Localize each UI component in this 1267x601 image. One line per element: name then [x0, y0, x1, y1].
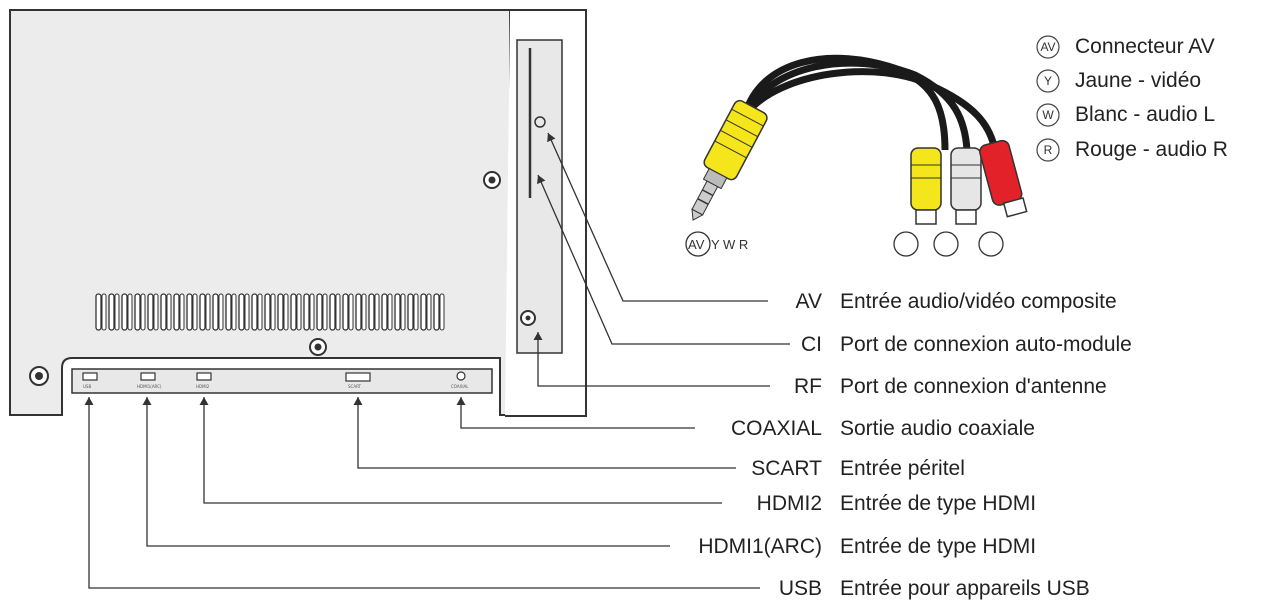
usb-port-label: USB: [83, 384, 91, 389]
plug-letters: Y W R: [711, 237, 748, 252]
legend-item: R Rouge - audio R: [1036, 138, 1228, 162]
leader-line: [547, 132, 768, 302]
connector-code: HDMI1(ARC): [698, 535, 822, 558]
plug-av-label: AV: [688, 237, 705, 252]
arrow-head-icon: [353, 397, 363, 405]
scart-port: [345, 372, 371, 382]
rca-plug-yellow: [910, 147, 942, 225]
usb-port: [82, 372, 98, 381]
connector-code: CI: [801, 333, 822, 356]
connector-code: HDMI2: [757, 492, 822, 515]
scart-port-label: SCART: [348, 384, 362, 389]
arrow-head-icon: [84, 397, 94, 405]
legend-label: Rouge - audio R: [1075, 138, 1228, 161]
legend-label: Jaune - vidéo: [1075, 69, 1201, 92]
connector-code: COAXIAL: [731, 417, 822, 440]
arrow-head-icon: [142, 397, 152, 405]
connector-description: Entrée de type HDMI: [840, 535, 1036, 558]
callout-av: AV Entrée audio/vidéo composite: [796, 290, 1117, 313]
connector-description: Port de connexion auto-module: [840, 333, 1132, 356]
arrow-head-icon: [547, 133, 556, 143]
callout-lines: [84, 132, 790, 589]
arrow-head-icon: [533, 332, 543, 340]
legend-code: W: [1042, 108, 1054, 122]
tv-back-panel: USB HDMI1(ARC) HDMI2 SCART COAXIAL: [9, 9, 587, 417]
legend-item: W Blanc - audio L: [1036, 103, 1215, 127]
legend-code-circle: [1036, 103, 1060, 127]
legend-code-circle: [1036, 69, 1060, 93]
arrow-head-icon: [199, 397, 209, 405]
legend-code-circle: [1036, 35, 1060, 59]
screw-icon: [309, 338, 327, 356]
av-cable-illustration: AV Y W R: [685, 54, 1028, 257]
legend-code: R: [1044, 143, 1053, 157]
callout-scart: SCART Entrée péritel: [751, 457, 965, 480]
coaxial-port-label: COAXIAL: [451, 384, 469, 389]
legend-code: AV: [1040, 40, 1055, 54]
coaxial-port: [456, 371, 466, 381]
leader-line: [537, 332, 770, 387]
screw-icon: [29, 366, 49, 386]
callout-usb: USB Entrée pour appareils USB: [779, 577, 1090, 600]
hdmi2-port-label: HDMI2: [196, 384, 210, 389]
connector-code: USB: [779, 577, 822, 600]
callout-rf: RF Port de connexion d'antenne: [794, 375, 1107, 398]
leader-line: [203, 397, 722, 504]
rca-plug-red: [979, 139, 1028, 218]
connector-description: Entrée de type HDMI: [840, 492, 1036, 515]
rca-plug-white: [950, 147, 982, 225]
connector-description: Port de connexion d'antenne: [840, 375, 1107, 398]
hdmi1-port-label: HDMI1(ARC): [137, 384, 162, 389]
legend-item: AV Connecteur AV: [1036, 35, 1215, 59]
connector-description: Sortie audio coaxiale: [840, 417, 1035, 440]
leader-line: [357, 397, 736, 469]
legend-code-circle: [1036, 138, 1060, 162]
connector-code: RF: [794, 375, 822, 398]
callout-coaxial: COAXIAL Sortie audio coaxiale: [731, 417, 1035, 440]
connector-description: Entrée péritel: [840, 457, 965, 480]
legend-code: Y: [1044, 74, 1052, 88]
connector-description: Entrée pour appareils USB: [840, 577, 1090, 600]
connector-description: Entrée audio/vidéo composite: [840, 290, 1117, 313]
connector-code: SCART: [751, 457, 822, 480]
legend-label: Blanc - audio L: [1075, 103, 1215, 126]
leader-line: [460, 397, 695, 429]
hdmi2-port: [196, 372, 212, 381]
legend-label: Connecteur AV: [1075, 35, 1215, 58]
callout-hdmi2: HDMI2 Entrée de type HDMI: [757, 492, 1036, 515]
hdmi1-port: [140, 372, 156, 381]
leader-line: [537, 174, 790, 345]
ventilation-grille: [95, 293, 445, 331]
legend-item: Y Jaune - vidéo: [1036, 69, 1201, 93]
leader-line: [146, 397, 670, 547]
screw-icon: [483, 171, 501, 189]
leader-line: [88, 397, 760, 589]
connector-code: AV: [796, 290, 822, 313]
callout-hdmi1arc: HDMI1(ARC) Entrée de type HDMI: [698, 535, 1036, 558]
callout-ci: CI Port de connexion auto-module: [801, 333, 1132, 356]
arrow-head-icon: [456, 397, 466, 405]
arrow-head-icon: [537, 175, 546, 185]
